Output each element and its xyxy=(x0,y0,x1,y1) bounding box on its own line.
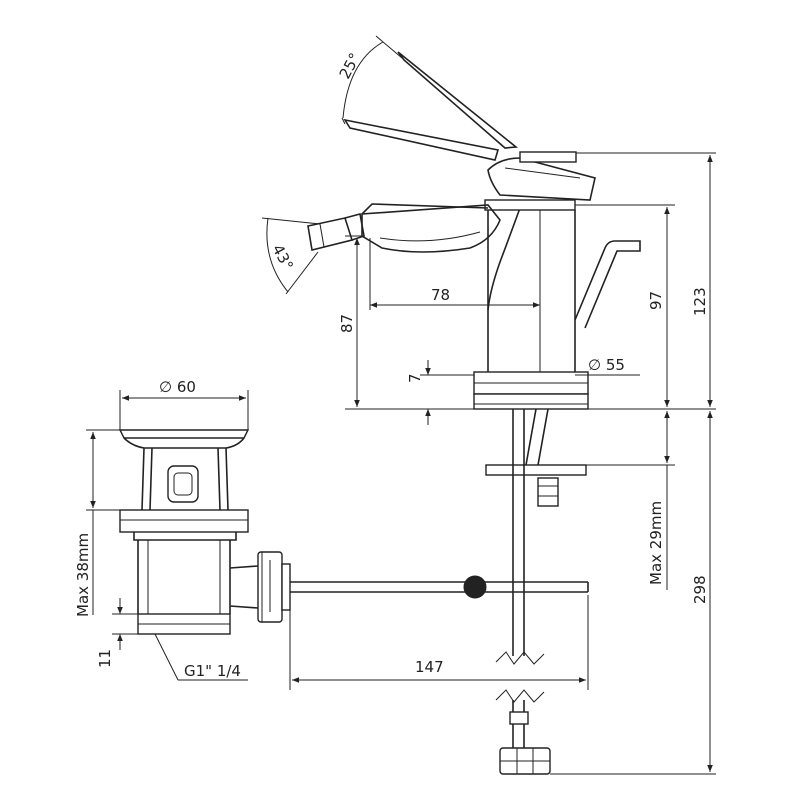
mounting-hardware xyxy=(485,408,587,775)
waste-diameter-label: ∅ 60 xyxy=(159,378,196,396)
rod-length-label: 147 xyxy=(415,658,444,676)
dimension-lines xyxy=(86,35,716,775)
pop-up-waste xyxy=(118,429,589,635)
spout-height-label: 87 xyxy=(338,314,356,333)
popup-lift-rod xyxy=(574,240,641,329)
spout xyxy=(307,203,501,253)
base-thickness-label: 7 xyxy=(406,373,424,383)
thread-length-label: 11 xyxy=(96,649,114,668)
deck-thickness-label: Max 29mm xyxy=(647,501,665,585)
spout-angle-label: 43° xyxy=(268,241,296,273)
spout-reach-label: 78 xyxy=(431,286,450,304)
overall-height-label: 298 xyxy=(691,575,709,604)
lever-handle xyxy=(343,51,596,201)
body-height-label: 97 xyxy=(647,291,665,310)
dimension-labels: 25° 43° 78 ∅ 55 7 87 97 123 Max 29mm 298… xyxy=(74,50,709,680)
total-height-label: 123 xyxy=(691,287,709,316)
lever-angle-label: 25° xyxy=(336,50,364,82)
thread-size-label: G1" 1/4 xyxy=(184,662,241,680)
waste-depth-label: Max 38mm xyxy=(74,533,92,617)
faucet-diameter-label: ∅ 55 xyxy=(588,356,625,374)
